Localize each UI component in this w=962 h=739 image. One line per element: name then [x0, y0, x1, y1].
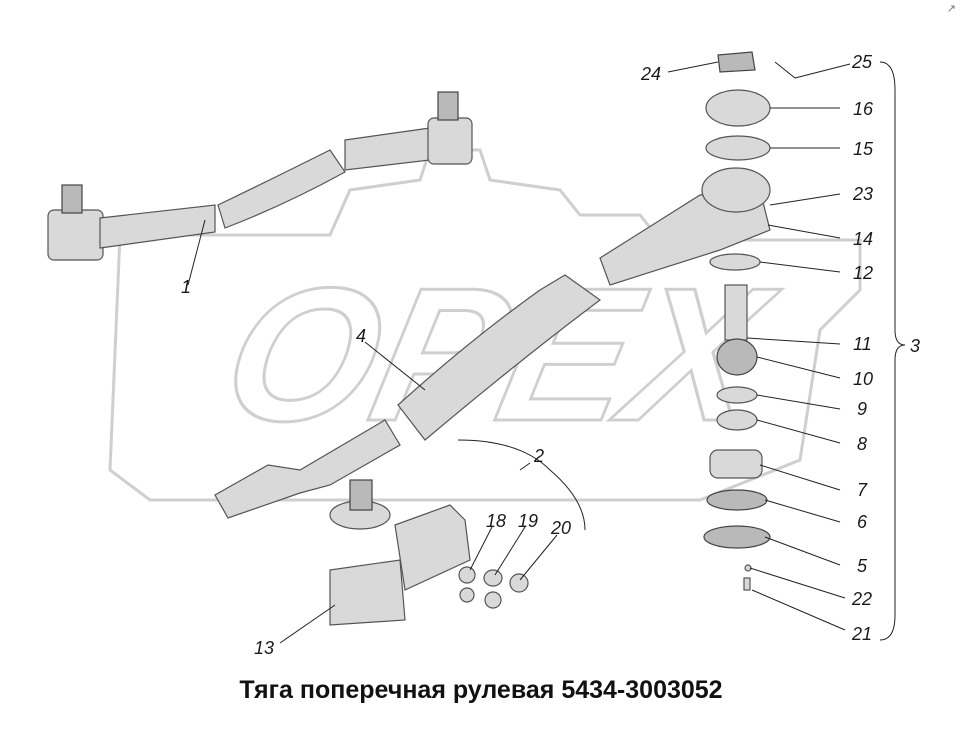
right-stack-parts [701, 51, 796, 591]
part-23-socket-cap [701, 167, 771, 213]
callout-9: 9 [857, 399, 867, 419]
part-24-castle-nut [717, 51, 756, 73]
callout-21: 21 [851, 624, 872, 644]
part-11-ball-pin [724, 284, 748, 341]
part-10-ball [716, 338, 758, 376]
leader-lines [187, 61, 851, 644]
part-6-gasket [706, 489, 768, 511]
callout-23: 23 [852, 184, 873, 204]
callout-12: 12 [853, 263, 873, 283]
part-12-washer [709, 253, 761, 271]
corner-arrow-icon: ↗ [946, 3, 956, 15]
callout-15: 15 [853, 139, 874, 159]
part-2-cable [457, 439, 586, 531]
callout-3: 3 [910, 336, 920, 356]
watermark-gear [108, 148, 862, 502]
diagram-title: Тяга поперечная рулевая 5434-3003052 [239, 676, 723, 704]
callout-25: 25 [851, 52, 873, 72]
callout-labels: 1 2 3 4 5 6 7 8 9 10 11 12 13 14 15 16 1… [181, 52, 920, 658]
callout-6: 6 [857, 512, 868, 532]
part-7-insert [709, 449, 763, 479]
part-9-ring [716, 386, 758, 404]
callout-19: 19 [518, 511, 538, 531]
callout-11: 11 [853, 334, 872, 354]
callout-18: 18 [486, 511, 506, 531]
callout-7: 7 [857, 480, 868, 500]
part-4-transverse-tube [214, 189, 771, 519]
callout-10: 10 [853, 369, 873, 389]
callout-14: 14 [853, 229, 873, 249]
part-25-cotter-pin [774, 61, 796, 79]
part-21-pin [743, 577, 751, 591]
part-15-ring [705, 135, 771, 161]
part-16-dust-cover [705, 89, 771, 127]
callout-1: 1 [181, 277, 191, 297]
group-3-brace [879, 61, 906, 641]
callout-2: 2 [533, 446, 544, 466]
callout-22: 22 [851, 589, 872, 609]
part-8-spring [716, 409, 758, 431]
callout-13: 13 [254, 638, 274, 658]
callout-4: 4 [356, 326, 366, 346]
callout-16: 16 [853, 99, 874, 119]
callout-24: 24 [640, 64, 661, 84]
callout-8: 8 [857, 434, 867, 454]
part-5-plate [703, 525, 771, 549]
part-13-ball-joint-housing [329, 479, 529, 626]
part-1-tie-rod-assembly [47, 91, 473, 261]
callout-20: 20 [550, 518, 571, 538]
callout-5: 5 [857, 556, 868, 576]
